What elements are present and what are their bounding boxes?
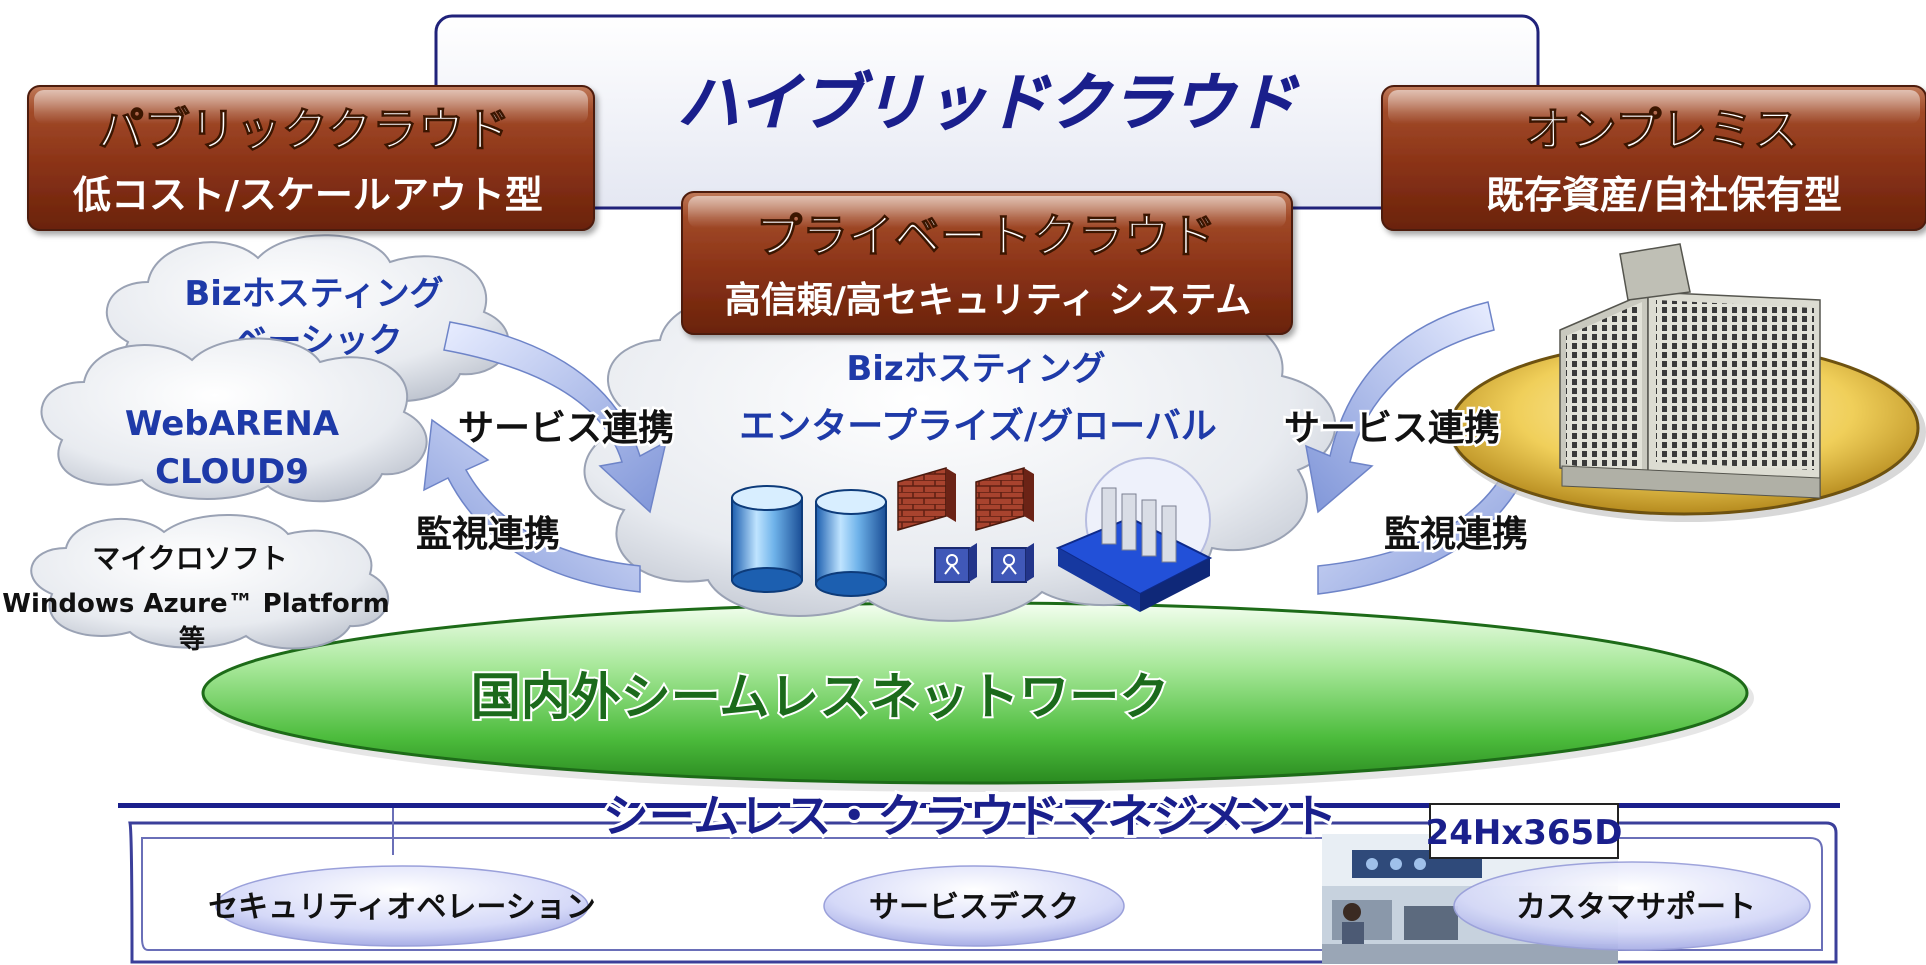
on-premise-title: オンプレミス xyxy=(1525,103,1800,157)
microsoft-line1: マイクロソフト xyxy=(92,542,287,575)
arrow-service-right xyxy=(1305,301,1495,514)
service-link-left-label: サービス連携 xyxy=(458,408,674,449)
firewall-icon xyxy=(975,467,1034,531)
public-cloud-cluster: Bizホスティング ベーシック WebARENA CLOUD9 マイクロソフト … xyxy=(2,234,510,655)
database-icon xyxy=(731,485,803,593)
management-frame xyxy=(118,803,1840,964)
service-link-right-label: サービス連携 xyxy=(1284,408,1500,449)
service-desk-oval: サービスデスク xyxy=(823,865,1125,947)
public-cloud-subtitle: 低コスト/スケールアウト型 xyxy=(73,173,543,217)
public-cloud-title: パブリッククラウド xyxy=(98,103,510,157)
on-premise-site xyxy=(1448,243,1926,522)
network-label: 国内外シームレスネットワーク xyxy=(471,668,1170,726)
firewall-icon xyxy=(897,467,956,531)
monitor-link-left-label: 監視連携 xyxy=(416,514,560,555)
security-operation-label: セキュリティオペレーション xyxy=(208,890,596,925)
webarena-line1: WebARENA xyxy=(125,404,340,444)
management-title: シームレス・クラウドマネジメント xyxy=(603,789,1338,843)
monitor-link-right-label: 監視連携 xyxy=(1384,514,1528,555)
private-cloud-title: プライベートクラウド xyxy=(756,209,1216,263)
private-cloud-box: プライベートクラウド 高信頼/高セキュリティ システム xyxy=(681,191,1293,335)
on-premise-box: オンプレミス 既存資産/自社保有型 xyxy=(1381,85,1926,231)
service-desk-label: サービスデスク xyxy=(869,890,1079,925)
hybrid-cloud-title: ハイブリッドクラウド xyxy=(678,66,1300,139)
server-platform-icon xyxy=(1055,457,1213,612)
webarena-line2: CLOUD9 xyxy=(155,452,309,492)
security-operation-oval: セキュリティオペレーション xyxy=(208,865,596,947)
switch-icon xyxy=(991,543,1034,583)
private-service-line1: Bizホスティング xyxy=(846,349,1105,389)
network-ellipse: 国内外シームレスネットワーク xyxy=(201,601,1754,792)
private-cloud-subtitle: 高信頼/高セキュリティ システム xyxy=(725,280,1251,321)
office-building-icon xyxy=(1559,243,1821,499)
arrow-monitor-left xyxy=(423,418,641,593)
hybrid-cloud-box: ハイブリッドクラウド xyxy=(434,14,1540,210)
availability-badge-label: 24Hx365D xyxy=(1426,813,1623,853)
cloud-microsoft: マイクロソフト Windows Azure™ Platform 等 xyxy=(2,514,390,655)
arrow-service-left xyxy=(443,321,668,514)
server-rack-icon xyxy=(1101,487,1177,563)
customer-support-label: カスタマサポート xyxy=(1516,890,1756,925)
cloud-webarena: WebARENA CLOUD9 xyxy=(40,337,428,503)
private-cloud-cluster: Bizホスティング エンタープライズ/グローバル xyxy=(583,277,1336,622)
customer-support-oval: カスタマサポート xyxy=(1453,861,1811,951)
availability-badge: 24Hx365D xyxy=(1426,803,1623,859)
public-cloud-box: パブリッククラウド 低コスト/スケールアウト型 xyxy=(27,85,595,231)
biz-basic-line1: Bizホスティング xyxy=(184,274,443,314)
private-service-line2: エンタープライズ/グローバル xyxy=(739,405,1217,447)
database-icon xyxy=(815,489,887,597)
microsoft-line3: 等 xyxy=(179,624,205,655)
switch-icon xyxy=(934,543,977,583)
on-premise-subtitle: 既存資産/自社保有型 xyxy=(1486,173,1842,217)
microsoft-line2: Windows Azure™ Platform xyxy=(2,589,389,619)
